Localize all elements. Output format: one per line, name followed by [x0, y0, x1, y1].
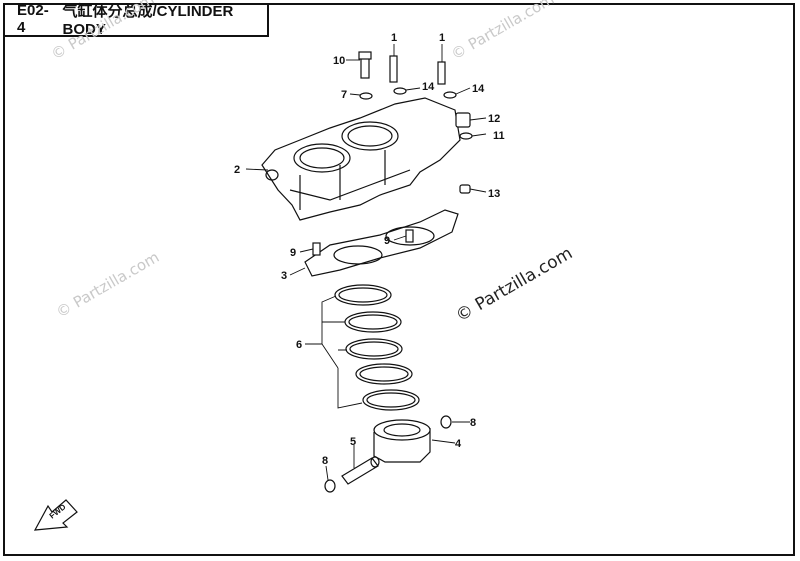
callout-13: 13 — [488, 188, 500, 200]
callouts: 10 1 1 7 14 14 12 11 2 13 9 9 3 6 8 5 4 … — [234, 32, 505, 467]
callout-14-left: 14 — [422, 81, 435, 93]
drawing-frame — [3, 3, 795, 556]
dowel-9-right — [405, 229, 414, 243]
washer-14-right — [443, 91, 457, 99]
leader-lines — [245, 44, 487, 481]
circlip-8-left — [324, 479, 336, 493]
callout-14-right: 14 — [472, 83, 485, 95]
callout-8-right: 8 — [470, 417, 476, 429]
diagram-code: E02-4 — [17, 2, 49, 36]
callout-4: 4 — [455, 438, 462, 450]
fitting-12 — [455, 112, 471, 128]
callout-1-right: 1 — [439, 32, 445, 44]
dowel-9-left — [312, 242, 321, 256]
watermark-main: © Partzilla.com — [453, 243, 577, 326]
circlip-8-right — [440, 415, 452, 429]
washer-14-left — [393, 87, 407, 95]
callout-5: 5 — [350, 436, 356, 448]
dowel-13 — [459, 184, 471, 194]
callout-9-right: 9 — [384, 235, 390, 247]
washer-7 — [359, 92, 373, 100]
cylinder-gasket — [304, 209, 459, 277]
callout-10: 10 — [333, 55, 345, 67]
callout-1-left: 1 — [391, 32, 397, 44]
fwd-arrow-icon: FWD — [33, 499, 78, 531]
title-block: E02-4 气缸体分总成/CYLINDER BODY — [3, 2, 269, 38]
piston-pin — [341, 456, 380, 485]
callout-6: 6 — [296, 339, 302, 351]
watermark-top-left: © Partzilla.com — [48, 0, 157, 63]
callout-3: 3 — [281, 270, 287, 282]
cylinder-body — [261, 97, 461, 221]
callout-12: 12 — [488, 113, 500, 125]
callout-11: 11 — [493, 130, 505, 142]
watermark-left: © Partzilla.com — [53, 248, 162, 321]
callout-8-left: 8 — [322, 455, 328, 467]
stud-bolts — [358, 51, 446, 85]
callout-2: 2 — [234, 164, 240, 176]
watermark-top-right: © Partzilla.com — [448, 0, 557, 63]
diagram-title: 气缸体分总成/CYLINDER BODY — [62, 3, 234, 38]
piston — [373, 419, 431, 463]
callout-9-left: 9 — [290, 247, 296, 259]
o-ring-11 — [459, 132, 473, 140]
callout-7: 7 — [341, 89, 347, 101]
piston-rings — [334, 284, 420, 411]
